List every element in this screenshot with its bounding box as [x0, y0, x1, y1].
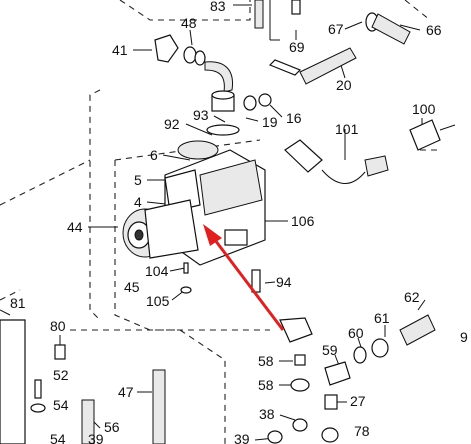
label-69: 69 — [289, 39, 305, 55]
label-105: 105 — [146, 293, 170, 309]
dashed-boundaries — [0, 0, 440, 444]
label-106: 106 — [291, 213, 315, 229]
label-101: 101 — [335, 121, 359, 137]
red-arrow-icon — [203, 224, 285, 331]
label-54-bottom: 54 — [50, 431, 66, 444]
label-44: 44 — [67, 219, 83, 235]
label-66: 66 — [426, 22, 442, 38]
label-59: 59 — [322, 342, 338, 358]
label-81: 81 — [10, 295, 26, 311]
label-45: 45 — [124, 279, 140, 295]
parts — [0, 0, 456, 444]
label-27: 27 — [350, 393, 366, 409]
label-61: 61 — [374, 310, 390, 326]
label-67: 67 — [328, 21, 344, 37]
label-58-upper: 58 — [258, 353, 274, 369]
label-60: 60 — [348, 325, 364, 341]
label-16: 16 — [286, 110, 302, 126]
label-100: 100 — [412, 101, 436, 117]
label-94: 94 — [276, 274, 292, 290]
label-9: 9 — [460, 329, 468, 345]
label-78: 78 — [354, 423, 370, 439]
label-38: 38 — [259, 406, 275, 422]
label-39-left: 39 — [234, 431, 250, 444]
leader-lines — [0, 4, 426, 441]
label-52: 52 — [53, 367, 69, 383]
label-104: 104 — [145, 263, 169, 279]
label-93: 93 — [193, 107, 209, 123]
label-92: 92 — [164, 116, 180, 132]
label-56: 56 — [104, 419, 120, 435]
label-54: 54 — [53, 397, 69, 413]
label-58-lower: 58 — [258, 377, 274, 393]
label-39-bottom: 39 — [88, 431, 104, 444]
label-41: 41 — [112, 42, 128, 58]
label-4: 4 — [134, 194, 142, 210]
label-20: 20 — [336, 77, 352, 93]
label-6: 6 — [150, 147, 158, 163]
callout-labels: 83 48 41 69 67 66 20 93 92 19 16 100 101… — [10, 0, 468, 444]
label-47: 47 — [118, 384, 134, 400]
label-83: 83 — [210, 0, 226, 14]
label-5: 5 — [134, 172, 142, 188]
label-62: 62 — [404, 289, 420, 305]
label-19: 19 — [262, 114, 278, 130]
label-80: 80 — [50, 318, 66, 334]
label-48: 48 — [181, 15, 197, 31]
